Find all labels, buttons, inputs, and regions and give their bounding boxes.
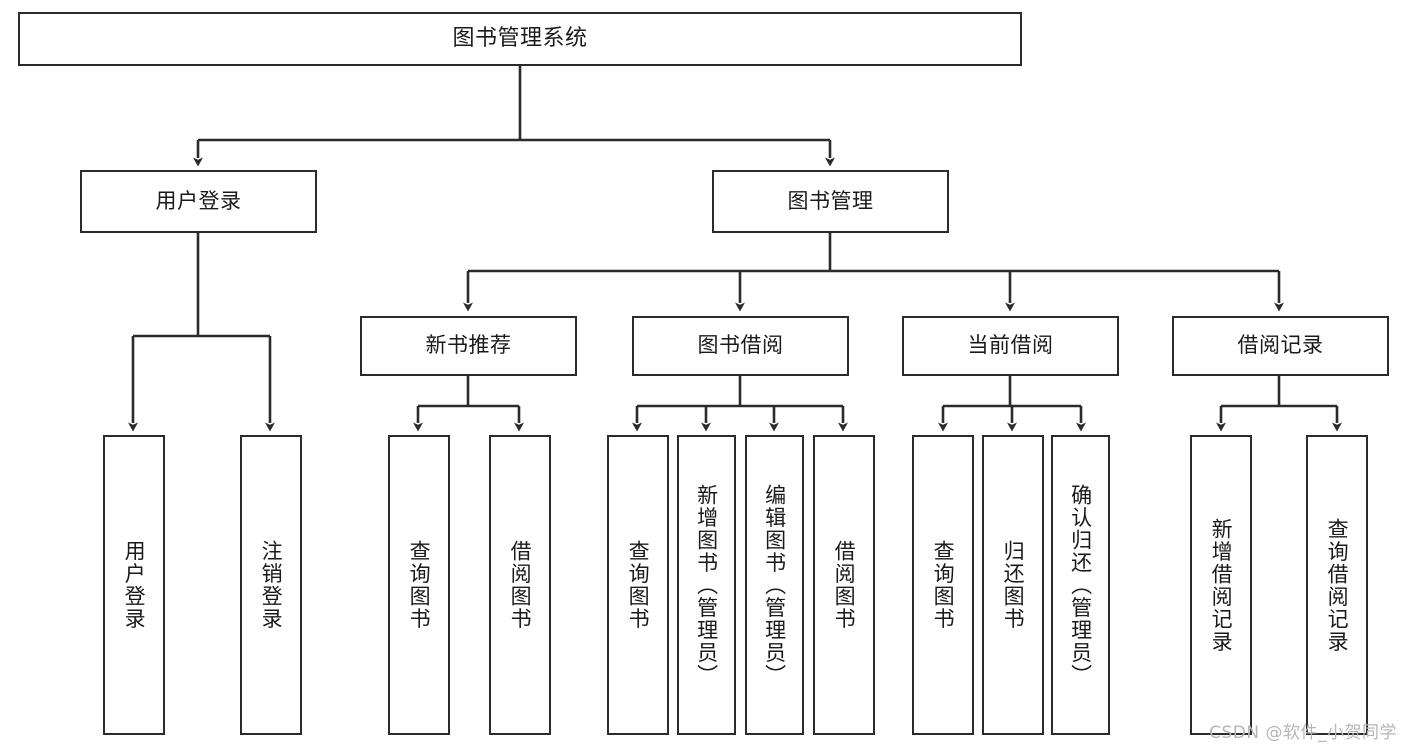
- node-leaf-user-login-signout-label: 注销登录: [259, 540, 284, 630]
- node-leaf-borrow-query[interactable]: 查询图书: [607, 435, 669, 735]
- node-leaf-record-query-label: 查询借阅记录: [1325, 517, 1350, 653]
- node-user-login-label: 用户登录: [155, 188, 242, 213]
- node-leaf-current-return-label: 归还图书: [1001, 540, 1026, 630]
- node-current-borrow-label: 当前借阅: [967, 333, 1054, 358]
- node-leaf-new-book-query[interactable]: 查询图书: [388, 435, 450, 735]
- node-leaf-current-confirm-return-label: 确认归还（管理员）: [1068, 483, 1093, 687]
- node-leaf-record-add-label: 新增借阅记录: [1209, 517, 1234, 653]
- node-leaf-user-login-signin-label: 用户登录: [122, 540, 147, 630]
- node-user-login[interactable]: 用户登录: [80, 170, 317, 233]
- watermark-text: CSDN @软件_小贺同学: [1209, 723, 1397, 743]
- node-leaf-new-book-query-label: 查询图书: [407, 540, 432, 630]
- node-leaf-borrow-add-book[interactable]: 新增图书（管理员）: [677, 435, 736, 735]
- node-leaf-new-book-borrow-label: 借阅图书: [508, 540, 533, 630]
- node-book-borrow[interactable]: 图书借阅: [632, 316, 849, 376]
- node-leaf-current-confirm-return[interactable]: 确认归还（管理员）: [1051, 435, 1110, 735]
- node-leaf-current-query-label: 查询图书: [931, 540, 956, 630]
- node-leaf-borrow-edit-book-label: 编辑图书（管理员）: [762, 483, 787, 687]
- node-leaf-current-query[interactable]: 查询图书: [912, 435, 974, 735]
- node-leaf-record-add[interactable]: 新增借阅记录: [1190, 435, 1252, 735]
- node-leaf-borrow-add-book-label: 新增图书（管理员）: [694, 483, 719, 687]
- node-leaf-current-return[interactable]: 归还图书: [982, 435, 1044, 735]
- node-leaf-record-query[interactable]: 查询借阅记录: [1306, 435, 1368, 735]
- node-leaf-borrow-borrow-book-label: 借阅图书: [832, 540, 857, 630]
- node-leaf-user-login-signin[interactable]: 用户登录: [103, 435, 165, 735]
- node-leaf-borrow-query-label: 查询图书: [626, 540, 651, 630]
- node-new-book-recommend[interactable]: 新书推荐: [360, 316, 577, 376]
- node-leaf-new-book-borrow[interactable]: 借阅图书: [489, 435, 551, 735]
- node-root-system[interactable]: 图书管理系统: [18, 12, 1022, 66]
- node-root-system-label: 图书管理系统: [452, 25, 588, 51]
- node-book-management-label: 图书管理: [787, 188, 874, 213]
- node-borrow-record[interactable]: 借阅记录: [1172, 316, 1389, 376]
- node-borrow-record-label: 借阅记录: [1237, 333, 1324, 358]
- node-current-borrow[interactable]: 当前借阅: [902, 316, 1119, 376]
- node-book-borrow-label: 图书借阅: [697, 333, 784, 358]
- node-leaf-user-login-signout[interactable]: 注销登录: [240, 435, 302, 735]
- node-new-book-recommend-label: 新书推荐: [425, 333, 512, 358]
- node-leaf-borrow-edit-book[interactable]: 编辑图书（管理员）: [745, 435, 804, 735]
- node-book-management[interactable]: 图书管理: [712, 170, 949, 233]
- node-leaf-borrow-borrow-book[interactable]: 借阅图书: [813, 435, 875, 735]
